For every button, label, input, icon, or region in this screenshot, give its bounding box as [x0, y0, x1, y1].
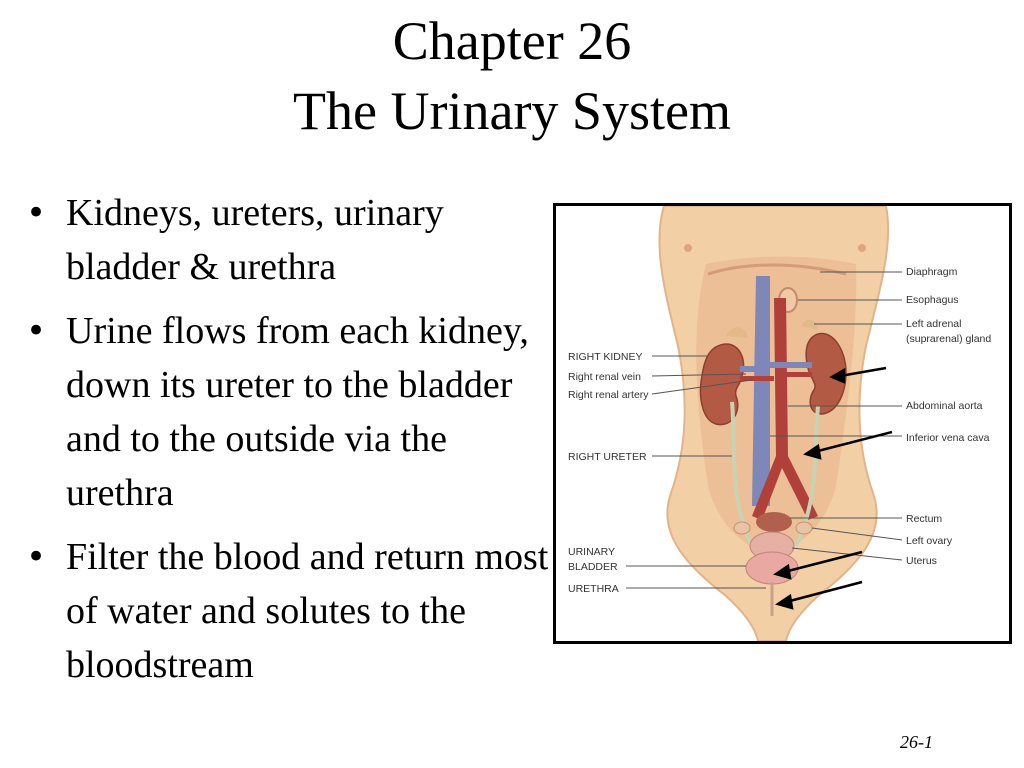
bullet-icon: •: [26, 537, 47, 577]
right-adrenal-shape: [726, 327, 748, 338]
label-right-renal-artery: Right renal artery: [568, 389, 649, 401]
left-adrenal-shape: [801, 319, 818, 330]
bullet-icon: •: [26, 311, 47, 351]
title-line-2: The Urinary System: [293, 81, 731, 142]
right-renal-vein-shape: [740, 366, 758, 372]
left-ovary-shape: [795, 521, 813, 535]
bullet-text: Filter the blood and return most of wate…: [66, 536, 549, 686]
bullet-text: Urine flows from each kidney, down its u…: [66, 310, 529, 514]
title-line-1: Chapter 26: [392, 11, 632, 71]
label-left-adrenal: Left adrenal: [906, 318, 961, 330]
urinary-system-figure: Diaphragm Esophagus Left adrenal (suprar…: [553, 203, 1012, 644]
left-renal-vein-shape: [768, 362, 812, 368]
label-suprarenal-gland: (suprarenal) gland: [906, 333, 991, 345]
label-abdominal-aorta: Abdominal aorta: [906, 400, 983, 412]
inferior-vena-cava-shape: [752, 276, 770, 506]
rectum-shape: [756, 512, 792, 532]
label-esophagus: Esophagus: [906, 294, 959, 306]
right-ovary-shape: [733, 521, 751, 535]
right-renal-artery-shape: [740, 376, 774, 381]
label-diaphragm: Diaphragm: [906, 266, 958, 278]
abdominal-aorta-shape: [752, 298, 818, 520]
bullet-icon: •: [26, 193, 47, 233]
bullet-text: Kidneys, ureters, urinary bladder & uret…: [66, 192, 444, 288]
bullet-item: • Kidneys, ureters, urinary bladder & ur…: [22, 186, 552, 294]
label-left-ovary: Left ovary: [906, 535, 953, 547]
label-uterus: Uterus: [906, 555, 937, 567]
label-bladder: BLADDER: [568, 561, 618, 573]
bullet-item: • Urine flows from each kidney, down its…: [22, 304, 552, 520]
label-right-renal-vein: Right renal vein: [568, 371, 641, 383]
left-renal-artery-shape: [784, 372, 812, 377]
nipple-right: [858, 244, 866, 252]
label-rectum: Rectum: [906, 513, 942, 525]
anatomy-illustration: Diaphragm Esophagus Left adrenal (suprar…: [568, 206, 991, 641]
label-urethra: URETHRA: [568, 583, 619, 595]
slide-title: Chapter 26 The Urinary System: [0, 6, 1024, 146]
pointer-arrows: [773, 366, 893, 610]
label-right-kidney: RIGHT KIDNEY: [568, 351, 642, 363]
bullet-list: • Kidneys, ureters, urinary bladder & ur…: [22, 186, 552, 702]
diaphragm-shape: [707, 263, 847, 276]
bullet-item: • Filter the blood and return most of wa…: [22, 530, 552, 692]
page-number: 26-1: [900, 732, 933, 752]
left-leader-lines: [626, 355, 766, 589]
nipple-left: [684, 244, 692, 252]
label-urinary: URINARY: [568, 546, 615, 558]
label-right-ureter: RIGHT URETER: [568, 451, 647, 463]
label-inferior-vena-cava: Inferior vena cava: [906, 432, 990, 444]
